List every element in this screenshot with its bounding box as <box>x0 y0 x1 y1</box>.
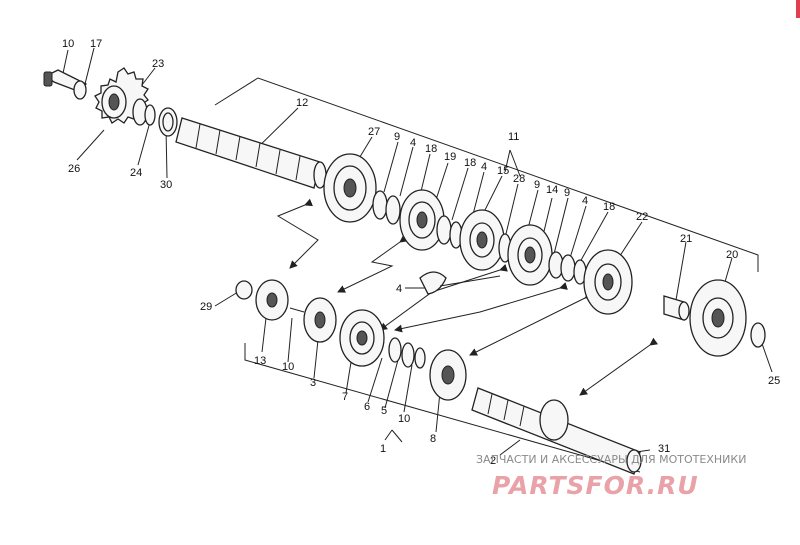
label-9c: 9 <box>564 187 570 199</box>
gear-7 <box>339 309 385 367</box>
countershaft <box>471 387 642 475</box>
label-4b: 4 <box>481 161 487 173</box>
label-4c: 4 <box>582 195 588 207</box>
label-16: 10 <box>62 38 74 50</box>
gear-15 <box>459 209 505 271</box>
label-19: 19 <box>444 151 456 163</box>
label-7: 7 <box>342 391 348 403</box>
gear-13 <box>255 279 289 321</box>
leader-lines <box>61 47 773 456</box>
label-8: 8 <box>430 433 436 445</box>
lock-ring-4 <box>419 271 501 295</box>
part-number-labels: 10 17 23 26 24 30 12 27 9 4 18 19 11 18 … <box>62 38 780 467</box>
label-18b: 18 <box>464 157 476 169</box>
label-14: 14 <box>546 184 558 196</box>
label-6: 6 <box>364 401 370 413</box>
label-23: 23 <box>152 58 164 70</box>
label-28: 28 <box>513 173 525 185</box>
label-9b: 9 <box>534 179 540 191</box>
circlip-5 <box>401 342 415 368</box>
label-20: 20 <box>726 249 738 261</box>
label-31: 31 <box>658 443 670 455</box>
label-9a: 9 <box>394 131 400 143</box>
label-18a: 18 <box>425 143 437 155</box>
label-18c: 18 <box>603 201 615 213</box>
gear-22 <box>583 249 633 315</box>
bushing-18b <box>436 215 452 245</box>
label-21: 21 <box>680 233 692 245</box>
label-10b: 10 <box>398 413 410 425</box>
label-15: 15 <box>497 165 509 177</box>
label-29: 29 <box>200 301 212 313</box>
watermark: ЗАПЧАСТИ И АКСЕССУАРЫ ДЛЯ МОТОТЕХНИКИ PA… <box>476 453 746 500</box>
label-27: 27 <box>368 126 380 138</box>
circlip-9a <box>372 190 388 220</box>
watermark-tagline: ЗАПЧАСТИ И АКСЕССУАРЫ ДЛЯ МОТОТЕХНИКИ <box>476 453 746 466</box>
corner-mark <box>796 0 800 18</box>
label-24: 24 <box>130 167 142 179</box>
label-11: 11 <box>508 131 519 143</box>
label-2: 2 <box>490 455 496 467</box>
seal-30-inner <box>162 112 174 132</box>
washer-4c <box>560 254 576 282</box>
oring-24 <box>144 104 156 126</box>
gear-20 <box>689 279 747 357</box>
pin-10a <box>289 307 305 313</box>
label-1: 1 <box>380 443 386 455</box>
label-3: 3 <box>310 377 316 389</box>
washer-17 <box>73 80 87 100</box>
label-17: 17 <box>90 38 102 50</box>
label-13: 13 <box>254 355 266 367</box>
label-4d: 4 <box>396 283 402 295</box>
label-10a: 10 <box>282 361 294 373</box>
group-bracket-lower <box>244 343 641 473</box>
gear-14 <box>507 224 553 286</box>
needle-bearing-21 <box>663 295 690 321</box>
main-shaft <box>175 117 327 189</box>
group-bracket-upper <box>214 77 759 272</box>
gear-8 <box>429 349 467 401</box>
washer-29 <box>235 280 253 300</box>
label-12: 12 <box>296 97 308 109</box>
label-30: 30 <box>160 179 172 191</box>
gear-3 <box>303 297 337 343</box>
watermark-logo: PARTSFOR.RU <box>492 471 699 500</box>
label-22: 22 <box>636 211 648 223</box>
label-5: 5 <box>381 405 387 417</box>
label-25: 25 <box>768 375 780 387</box>
label-4a: 4 <box>410 137 416 149</box>
label-26: 26 <box>68 163 80 175</box>
washer-25 <box>750 322 766 348</box>
gear-27 <box>323 153 377 223</box>
washer-4a <box>385 195 401 225</box>
washer-6 <box>388 337 402 363</box>
gear-19 <box>399 189 445 251</box>
pin-10b <box>414 347 426 369</box>
